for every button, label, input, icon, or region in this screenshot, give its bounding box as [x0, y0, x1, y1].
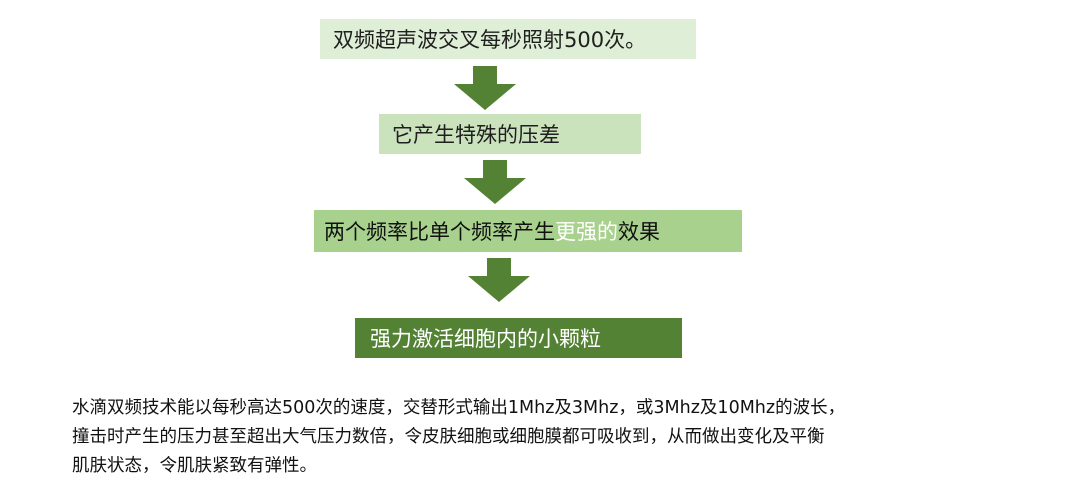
- down-arrow-icon: [464, 160, 526, 204]
- flow-step-4-label: 强力激活细胞内的小颗粒: [370, 327, 601, 351]
- flow-step-1-label: 双频超声波交叉每秒照射500次。: [333, 28, 647, 52]
- description-line: 肌肤状态，令肌肤紧致有弹性。: [72, 456, 317, 476]
- flow-step-1: 双频超声波交叉每秒照射500次。: [320, 19, 696, 59]
- flow-step-3-label-start: 两个频率比单个频率产生: [324, 220, 555, 244]
- flow-step-3-label-end: 效果: [618, 220, 660, 244]
- description-paragraph: 水滴双频技术能以每秒高达500次的速度，交替形式输出1Mhz及3Mhz，或3Mh…: [72, 394, 1052, 481]
- flow-step-2-label: 它产生特殊的压差: [392, 123, 560, 147]
- description-line: 撞击时产生的压力甚至超出大气压力数倍，令皮肤细胞或细胞膜都可吸收到，从而做出变化…: [72, 427, 825, 447]
- flow-step-4: 强力激活细胞内的小颗粒: [355, 318, 682, 358]
- flow-step-3-highlight: 更强的: [555, 220, 618, 244]
- flow-step-2: 它产生特殊的压差: [379, 114, 641, 154]
- description-line: 水滴双频技术能以每秒高达500次的速度，交替形式输出1Mhz及3Mhz，或3Mh…: [72, 398, 846, 418]
- down-arrow-icon: [454, 66, 516, 110]
- down-arrow-icon: [468, 258, 530, 302]
- flow-step-3: 两个频率比单个频率产生更强的效果: [314, 210, 742, 252]
